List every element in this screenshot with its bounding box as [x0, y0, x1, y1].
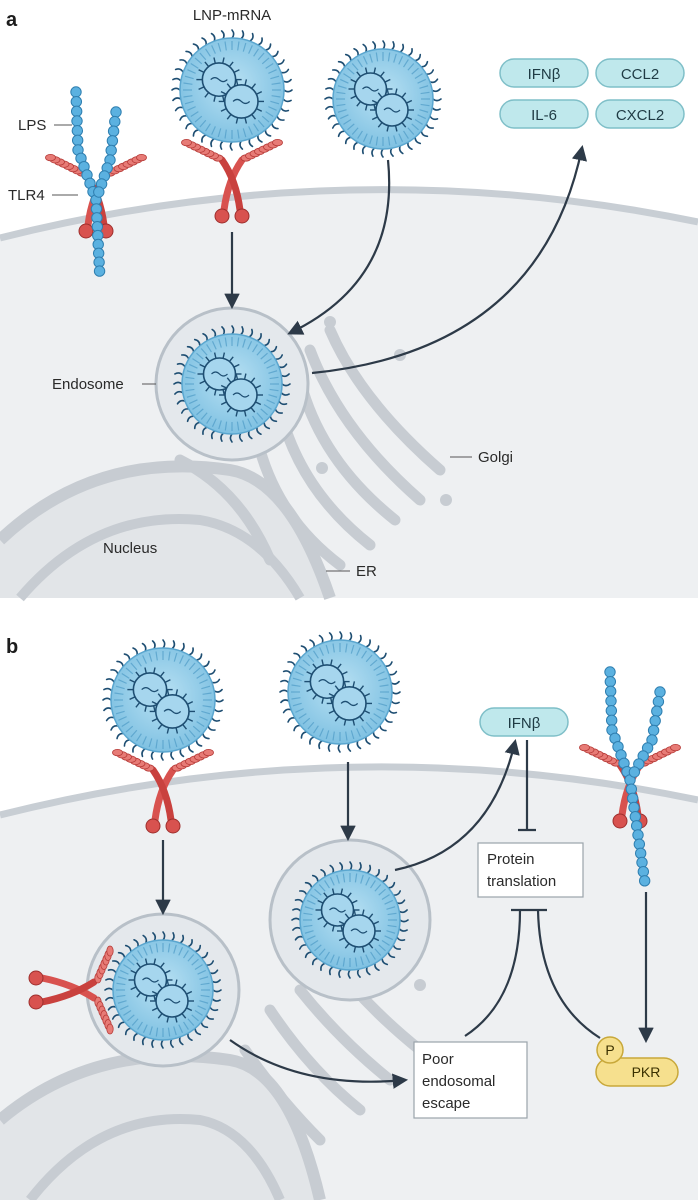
pkr-complex: PKR P: [595, 1036, 679, 1087]
phospho-circle: [596, 1036, 624, 1064]
tlr4-receptor: [112, 748, 214, 834]
tlr4-receptor: [181, 139, 283, 224]
poor-escape-box: Poor endosomal escape: [413, 1041, 528, 1119]
lnp-particle: [171, 29, 293, 151]
label-lnp-mrna: LNP-mRNA: [193, 7, 271, 24]
label-tlr4: TLR4: [8, 187, 45, 204]
tlr4-receptor-endosomal: [28, 945, 114, 1035]
lnp-particle: [104, 931, 222, 1049]
ifnb-label: IFNβ: [508, 715, 541, 732]
poor-escape-line-2: endosomal: [422, 1073, 495, 1090]
protein-translation-line-1: Protein: [487, 851, 535, 868]
panel-a-letter: a: [6, 9, 18, 31]
poor-escape-line-3: escape: [422, 1095, 470, 1112]
cytokine-label: CCL2: [621, 66, 659, 83]
pkr-label: PKR: [632, 1064, 661, 1080]
inhibit-pkr-translation: [529, 908, 601, 1039]
cytokine-label: CXCL2: [616, 107, 664, 124]
nucleus-b: [0, 1050, 326, 1200]
label-er: ER: [356, 563, 377, 580]
lnp-particle: [291, 861, 409, 979]
phospho-label: P: [605, 1042, 614, 1058]
lps-chain: [70, 86, 106, 277]
arrow-endosome-ifnb: [394, 738, 520, 872]
inhibit-poor-escape-translation: [464, 908, 529, 1037]
label-golgi: Golgi: [478, 449, 513, 466]
arrow-endosome-cytokines: [311, 144, 588, 375]
panel-b: b: [0, 631, 698, 1200]
lps-chain: [604, 666, 651, 887]
lnp-particle: [279, 631, 401, 753]
label-lps: LPS: [18, 117, 46, 134]
panel-b-letter: b: [6, 636, 18, 658]
cytokine-label: IL-6: [531, 107, 557, 124]
label-nucleus: Nucleus: [103, 540, 157, 557]
cytokine-label: IFNβ: [528, 66, 561, 83]
lnp-particle: [173, 325, 291, 443]
cytokine-pill-ifnb: IFNβ: [499, 58, 589, 88]
ifnb-pill-b: IFNβ: [479, 707, 569, 737]
lps-chain: [628, 686, 666, 778]
poor-escape-line-1: Poor: [422, 1051, 454, 1068]
protein-translation-line-2: translation: [487, 873, 556, 890]
lps-chain: [93, 106, 122, 198]
lnp-particle: [324, 40, 442, 158]
cytokine-pill-ccl2: CCL2: [595, 58, 685, 88]
arrow-lnp-direct-endosome: [287, 159, 391, 335]
arrow-endosome-poor-escape: [229, 1039, 409, 1089]
golgi-b: [239, 954, 426, 1146]
label-endosome: Endosome: [52, 376, 124, 393]
cytokine-pill-il6: IL-6: [499, 99, 589, 129]
protein-translation-box: Protein translation: [477, 842, 584, 898]
cytokine-pill-cxcl2: CXCL2: [595, 99, 685, 129]
panel-a: a: [0, 7, 698, 602]
lnp-particle: [102, 639, 224, 761]
inhibit-ifnb-translation: [518, 740, 536, 832]
